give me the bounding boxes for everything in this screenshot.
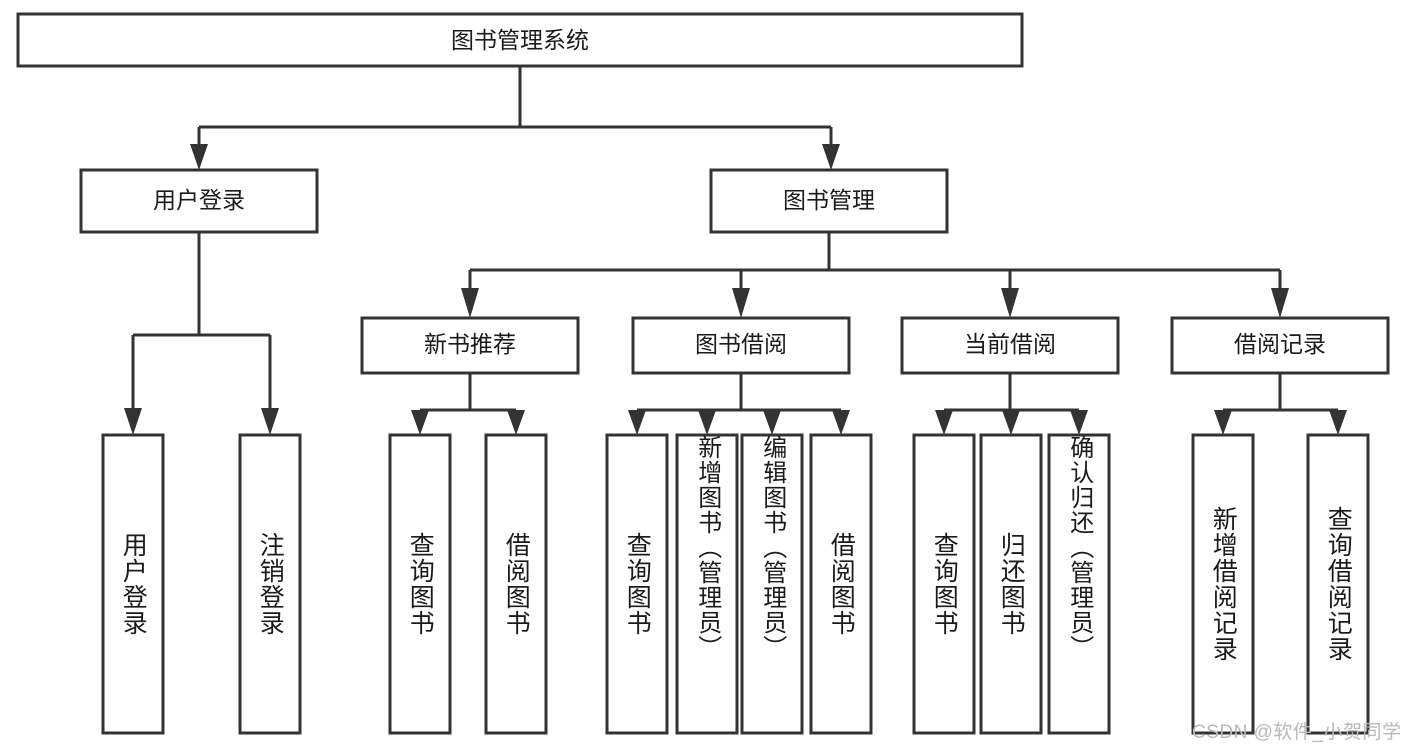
leaf-label-borrow-book-b: 借阅图书	[827, 532, 856, 636]
leaf-label-wrap-query-record: 查询借阅记录	[1308, 435, 1368, 733]
leaf-label-query-book-b: 查询图书	[623, 532, 652, 636]
leaf-label-wrap-borrow-book-b: 借阅图书	[811, 435, 871, 733]
node-new-book-recommend-box	[360, 316, 580, 375]
connector-borrow-record-to-leaves	[1214, 373, 1347, 435]
connector-user-login-to-leaves	[124, 232, 279, 435]
leaf-label-wrap-logout: 注销登录	[240, 435, 300, 733]
arrow-head-to-leaf-query-book-b	[628, 410, 646, 435]
node-borrow-record[interactable]: 借阅记录	[1170, 316, 1390, 375]
leaf-box-borrow-book-b[interactable]	[809, 433, 873, 735]
leaf-label-wrap-add-record: 新增借阅记录	[1193, 435, 1253, 733]
node-current-borrow-box	[900, 316, 1120, 375]
leaf-label-borrow-book-a: 借阅图书	[502, 532, 531, 636]
arrow-head-to-leaf-borrow-book-b	[832, 410, 850, 435]
leaf-label-add-book: 新增图书（管理员）	[693, 435, 721, 660]
arrow-head-to-leaf-query-book-c	[935, 410, 953, 435]
arrow-head-to-leaf-add-record	[1214, 410, 1232, 435]
arrow-head-to-leaf-borrow-book-a	[507, 410, 525, 435]
connector-root-to-level2	[190, 66, 840, 170]
leaf-label-wrap-edit-book: 编辑图书（管理员）	[742, 435, 802, 733]
node-root-system[interactable]: 图书管理系统	[16, 12, 1024, 68]
leaf-label-wrap-user-login: 用户登录	[103, 435, 163, 733]
node-book-borrow[interactable]: 图书借阅	[631, 316, 851, 375]
arrow-head-to-book-manage	[822, 144, 840, 170]
leaf-label-edit-book: 编辑图书（管理员）	[758, 435, 786, 660]
leaf-box-return-book[interactable]	[979, 433, 1043, 735]
node-new-book-recommend-label: 新书推荐	[424, 331, 516, 357]
connector-current-borrow-to-leaves	[935, 373, 1088, 435]
arrow-head-to-leaf-confirm-return	[1070, 410, 1088, 435]
leaf-label-wrap-query-book-c: 查询图书	[914, 435, 974, 733]
leaf-box-query-book-c[interactable]	[912, 433, 976, 735]
leaf-label-query-book-a: 查询图书	[406, 532, 435, 636]
node-book-manage[interactable]: 图书管理	[709, 168, 949, 234]
leaf-box-user-login[interactable]	[101, 433, 165, 735]
node-current-borrow[interactable]: 当前借阅	[900, 316, 1120, 375]
node-borrow-record-label: 借阅记录	[1234, 331, 1326, 357]
node-root-system-label: 图书管理系统	[451, 27, 589, 53]
connector-new-book-to-leaves	[411, 373, 525, 435]
leaf-label-wrap-confirm-return: 确认归还（管理员）	[1049, 435, 1109, 733]
leaf-box-query-record[interactable]	[1306, 433, 1370, 735]
node-root-system-box	[16, 12, 1024, 68]
arrow-head-to-leaf-query-book-a	[411, 410, 429, 435]
node-current-borrow-label: 当前借阅	[964, 331, 1056, 357]
node-book-manage-label: 图书管理	[783, 187, 875, 213]
arrow-head-to-new-book-rec	[461, 288, 479, 318]
arrow-head-to-current-borrow	[1001, 288, 1019, 318]
leaf-label-wrap-add-book: 新增图书（管理员）	[677, 435, 737, 733]
leaf-label-logout: 注销登录	[256, 532, 285, 636]
leaf-label-wrap-query-book-b: 查询图书	[607, 435, 667, 733]
arrow-head-to-borrow-record	[1271, 288, 1289, 318]
leaf-label-confirm-return: 确认归还（管理员）	[1065, 435, 1093, 660]
arrow-head-to-leaf-return-book	[1002, 410, 1020, 435]
node-user-login[interactable]: 用户登录	[79, 168, 319, 234]
leaf-label-return-book: 归还图书	[997, 532, 1026, 636]
leaf-box-add-book[interactable]	[675, 433, 739, 735]
leaf-label-wrap-query-book-a: 查询图书	[390, 435, 450, 733]
leaf-box-query-book-b[interactable]	[605, 433, 669, 735]
arrow-head-to-leaf-edit-book	[763, 410, 781, 435]
connector-book-borrow-to-leaves	[628, 373, 850, 435]
leaf-label-add-record: 新增借阅记录	[1209, 506, 1238, 662]
leaf-box-edit-book[interactable]	[740, 433, 804, 735]
leaf-label-query-record: 查询借阅记录	[1324, 506, 1353, 662]
arrow-head-to-leaf-user-login	[124, 408, 142, 435]
node-user-login-label: 用户登录	[153, 187, 245, 213]
arrow-head-to-leaf-add-book	[698, 410, 716, 435]
arrow-head-to-user-login	[190, 144, 208, 170]
arrow-head-to-leaf-logout	[261, 408, 279, 435]
leaf-label-wrap-borrow-book-a: 借阅图书	[486, 435, 546, 733]
leaf-box-logout[interactable]	[238, 433, 302, 735]
arrow-head-to-leaf-query-record	[1329, 410, 1347, 435]
leaf-box-add-record[interactable]	[1191, 433, 1255, 735]
arrow-head-to-book-borrow	[732, 288, 750, 318]
watermark-text: CSDN @软件_小贺同学	[1192, 722, 1402, 743]
leaf-box-confirm-return[interactable]	[1047, 433, 1111, 735]
leaf-box-borrow-book-a[interactable]	[484, 433, 548, 735]
leaf-label-query-book-c: 查询图书	[930, 532, 959, 636]
node-book-borrow-label: 图书借阅	[695, 331, 787, 357]
connector-book-manage-to-level3	[461, 232, 1289, 318]
leaf-box-query-book-a[interactable]	[388, 433, 452, 735]
leaf-label-user-login: 用户登录	[119, 532, 148, 636]
leaf-label-wrap-return-book: 归还图书	[981, 435, 1041, 733]
node-new-book-recommend[interactable]: 新书推荐	[360, 316, 580, 375]
